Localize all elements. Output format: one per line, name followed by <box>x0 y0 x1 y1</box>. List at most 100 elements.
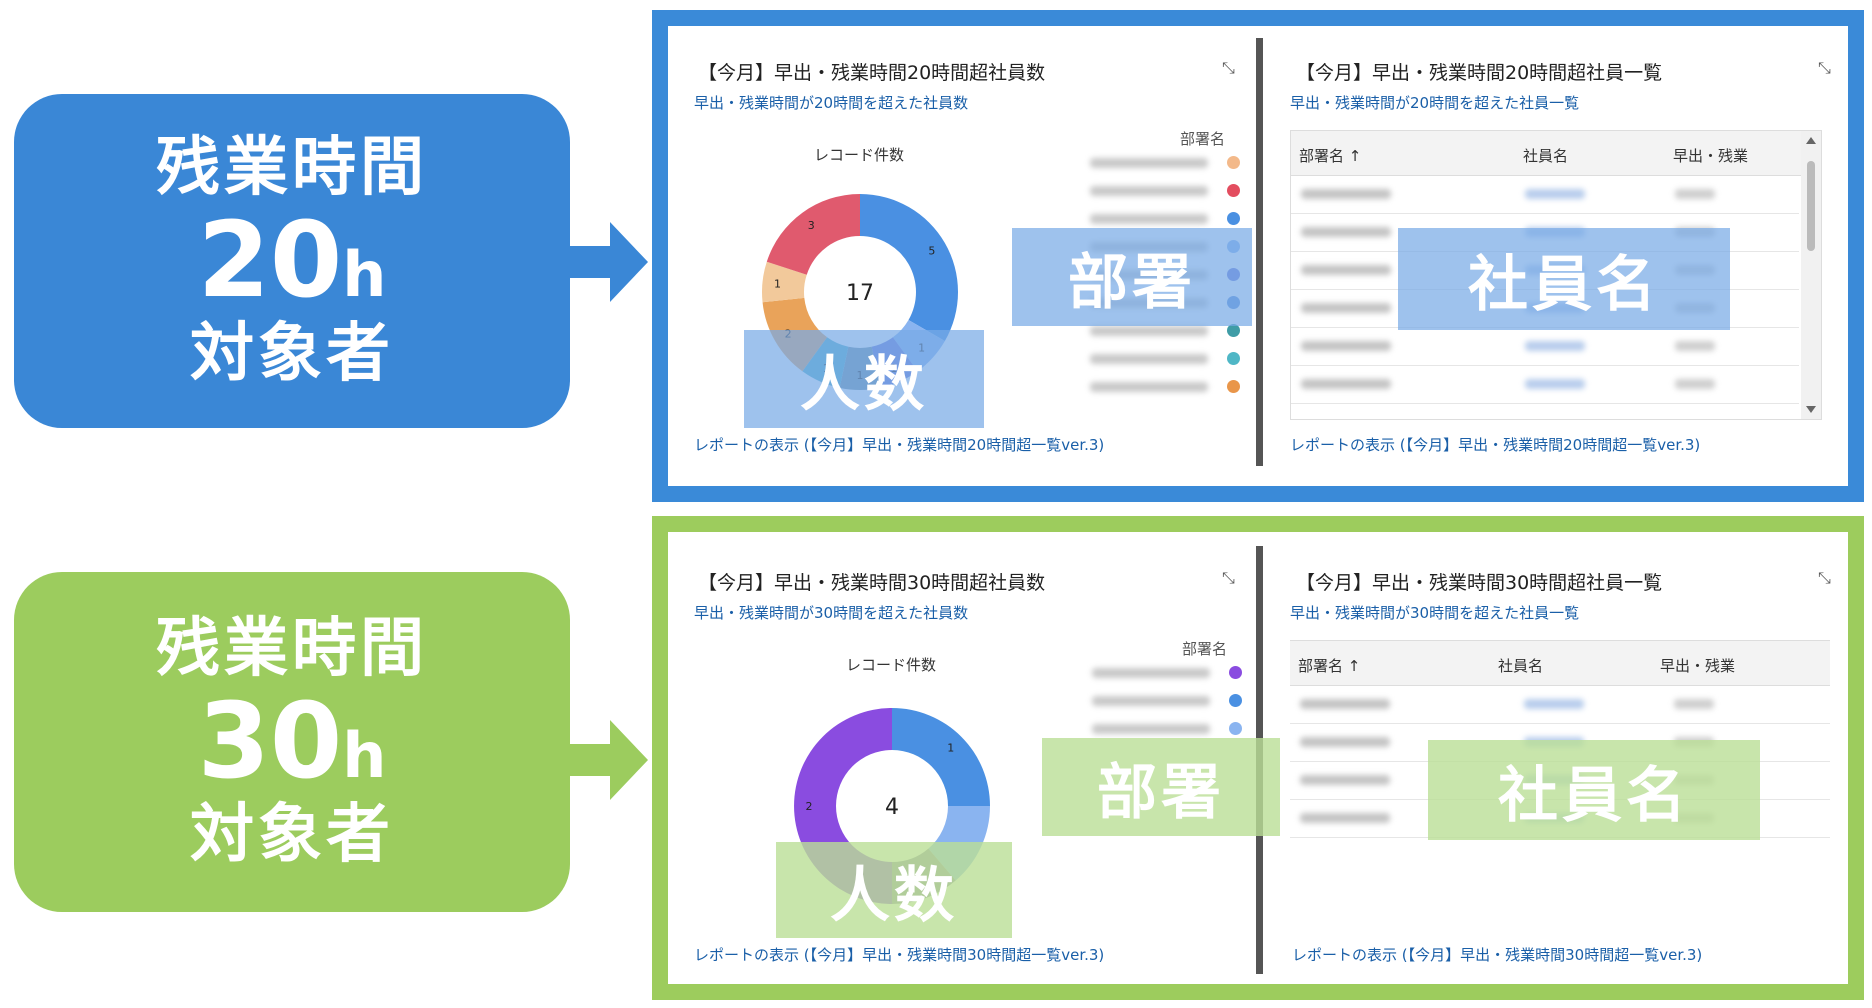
chart-label: レコード件数 <box>846 656 937 674</box>
legend-color-dot <box>1229 694 1242 707</box>
legend-item[interactable] <box>1090 378 1240 396</box>
legend-color-dot <box>1229 722 1242 735</box>
chart-panel-title: 【今月】早出・残業時間30時間超社員数 <box>698 572 1046 594</box>
table-cell-blurred <box>1300 813 1390 823</box>
table-cell-blurred <box>1525 379 1585 389</box>
pill-hours-value: 20 <box>197 199 343 322</box>
table-cell-blurred <box>1301 379 1391 389</box>
table-cell-blurred <box>1301 265 1391 275</box>
table-cell-blurred <box>1674 699 1714 709</box>
list-report-link[interactable]: レポートの表示 (【今月】早出・残業時間30時間超一覧ver.3) <box>1292 946 1703 964</box>
legend-label-blurred <box>1092 696 1210 706</box>
donut-total: 4 <box>885 795 899 820</box>
pill-hours: 20h <box>198 206 387 315</box>
pill-hours-unit: h <box>342 238 387 312</box>
list-report-link[interactable]: レポートの表示 (【今月】早出・残業時間20時間超一覧ver.3) <box>1290 436 1701 454</box>
slice-label: 5 <box>928 245 935 258</box>
table-cell-blurred <box>1301 303 1391 313</box>
table-cell-blurred <box>1525 189 1585 199</box>
arrow-right-icon <box>566 720 648 800</box>
scroll-down-icon[interactable] <box>1806 406 1816 413</box>
expand-icon[interactable]: ⤡ <box>1818 568 1831 587</box>
scrollbar-thumb[interactable] <box>1807 161 1815 251</box>
table-cell-blurred <box>1301 341 1391 351</box>
legend-title: 部署名 <box>1182 640 1228 658</box>
column-header-employee[interactable]: 社員名 <box>1498 657 1544 675</box>
list-panel-subtitle[interactable]: 早出・残業時間が30時間を超えた社員一覧 <box>1290 604 1580 622</box>
chart-panel-subtitle[interactable]: 早出・残業時間が20時間を超えた社員数 <box>694 94 969 112</box>
column-header-overtime[interactable]: 早出・残業 <box>1660 657 1736 675</box>
legend-color-dot <box>1227 324 1240 337</box>
table-row[interactable] <box>1291 175 1799 214</box>
scrollbar[interactable] <box>1801 131 1821 419</box>
expand-icon[interactable]: ⤡ <box>1222 58 1235 77</box>
legend-label-blurred <box>1090 186 1208 196</box>
legend-color-dot <box>1229 666 1242 679</box>
chart-report-link[interactable]: レポートの表示 (【今月】早出・残業時間20時間超一覧ver.3) <box>694 436 1105 454</box>
chart-panel-subtitle[interactable]: 早出・残業時間が30時間を超えた社員数 <box>694 604 969 622</box>
donut-slice[interactable] <box>892 708 990 806</box>
table-row[interactable] <box>1290 685 1830 724</box>
list-panel-title: 【今月】早出・残業時間20時間超社員一覧 <box>1296 62 1663 84</box>
slice-label: 3 <box>808 219 815 232</box>
table-cell-blurred <box>1525 341 1585 351</box>
donut-slice[interactable] <box>860 194 958 341</box>
scroll-up-icon[interactable] <box>1806 137 1816 144</box>
legend-item[interactable] <box>1092 664 1242 682</box>
expand-icon[interactable]: ⤡ <box>1818 58 1831 77</box>
column-header-employee[interactable]: 社員名 <box>1523 147 1569 165</box>
legend-color-dot <box>1227 380 1240 393</box>
column-header-dept[interactable]: 部署名 ↑ <box>1298 657 1361 675</box>
overlay-count-label: 人数 <box>776 842 1012 938</box>
donut-slice[interactable] <box>762 261 807 303</box>
legend-item[interactable] <box>1090 182 1240 200</box>
pill-hours-value: 30 <box>197 680 343 803</box>
table-cell-blurred <box>1300 737 1390 747</box>
overlay-employee-label: 社員名 <box>1428 740 1760 840</box>
arrow-right-icon <box>566 222 648 302</box>
legend-label-blurred <box>1090 158 1208 168</box>
pill-hours-unit: h <box>342 719 387 793</box>
column-header-dept[interactable]: 部署名 ↑ <box>1299 147 1362 165</box>
pill-line1: 残業時間 <box>156 611 428 686</box>
legend-label-blurred <box>1090 382 1208 392</box>
legend-item[interactable] <box>1092 692 1242 710</box>
overlay-count-label: 人数 <box>744 330 984 428</box>
table-header: 部署名 ↑ 社員名 早出・残業 <box>1290 641 1830 686</box>
table-cell-blurred <box>1524 699 1584 709</box>
table-cell-blurred <box>1300 699 1390 709</box>
legend-item[interactable] <box>1092 720 1242 738</box>
legend-label-blurred <box>1090 214 1208 224</box>
label-30h-pill: 残業時間 30h 対象者 <box>14 572 570 912</box>
list-panel-subtitle[interactable]: 早出・残業時間が20時間を超えた社員一覧 <box>1290 94 1580 112</box>
table-header: 部署名 ↑ 社員名 早出・残業 <box>1291 131 1821 176</box>
chart-report-link[interactable]: レポートの表示 (【今月】早出・残業時間30時間超一覧ver.3) <box>694 946 1105 964</box>
table-row[interactable] <box>1291 365 1799 404</box>
column-header-overtime[interactable]: 早出・残業 <box>1673 147 1749 165</box>
chart-label: レコード件数 <box>814 146 905 164</box>
legend-label-blurred <box>1092 668 1210 678</box>
legend-item[interactable] <box>1090 154 1240 172</box>
legend-color-dot <box>1227 184 1240 197</box>
list-panel-title: 【今月】早出・残業時間30時間超社員一覧 <box>1296 572 1663 594</box>
panel-divider <box>1256 38 1263 466</box>
slice-label: 1 <box>774 277 781 290</box>
overlay-dept-label: 部署 <box>1012 228 1252 326</box>
legend-item[interactable] <box>1090 210 1240 228</box>
pill-line1: 残業時間 <box>156 130 428 205</box>
pill-line3: 対象者 <box>190 797 394 872</box>
legend-item[interactable] <box>1090 350 1240 368</box>
table-row[interactable] <box>1291 327 1799 366</box>
legend-label-blurred <box>1090 354 1208 364</box>
overlay-employee-label: 社員名 <box>1398 228 1730 330</box>
pill-hours: 30h <box>198 687 387 796</box>
legend-item[interactable] <box>1090 322 1240 340</box>
table-cell-blurred <box>1300 775 1390 785</box>
overlay-dept-label: 部署 <box>1042 738 1280 836</box>
slice-label: 1 <box>947 741 954 754</box>
expand-icon[interactable]: ⤡ <box>1222 568 1235 587</box>
donut-slice[interactable] <box>766 194 860 275</box>
table-cell-blurred <box>1675 189 1715 199</box>
legend-label-blurred <box>1090 326 1208 336</box>
legend-color-dot <box>1227 212 1240 225</box>
